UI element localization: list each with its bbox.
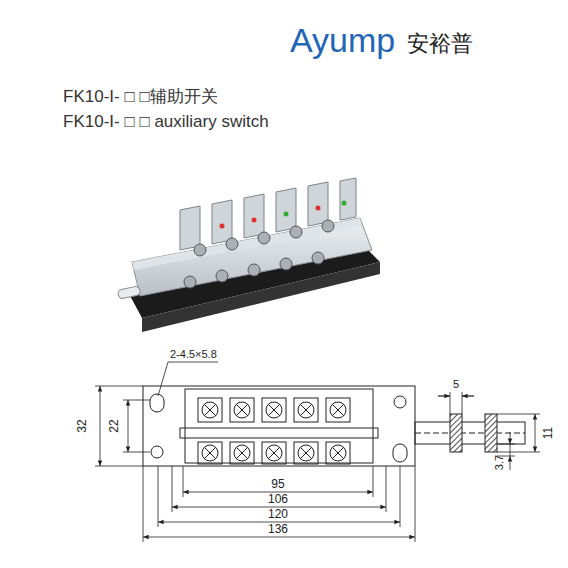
dimension-label: 5	[453, 379, 459, 390]
title-line: FK10-I- □ □ auxiliary switch	[63, 113, 269, 130]
title-line: FK10-I- □ □辅助开关	[63, 88, 218, 105]
dimension-label: 22	[108, 419, 120, 432]
dimension-label: 11	[542, 427, 554, 439]
dimension-label: 2-4.5×5.8	[170, 349, 217, 360]
dimension-label: 106	[266, 493, 290, 505]
logo-text: Ayump	[290, 23, 395, 57]
dimension-label: 136	[266, 523, 290, 535]
dimension-label: 120	[266, 508, 290, 520]
dimension-label: 95	[269, 478, 286, 490]
logo-text: 安裕普	[407, 33, 473, 55]
dimension-lines	[95, 362, 540, 542]
switch-photo	[117, 178, 380, 332]
dimension-label: 32	[76, 419, 88, 432]
dimension-label: 3.7	[494, 454, 505, 469]
outline-drawing	[143, 386, 525, 466]
